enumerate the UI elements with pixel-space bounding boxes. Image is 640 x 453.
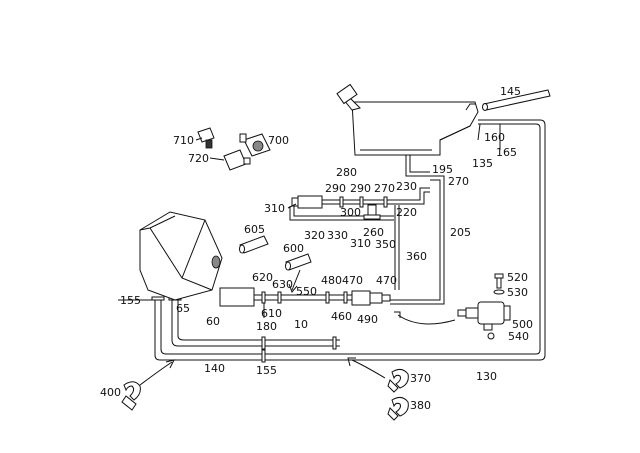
label-490: 490 <box>357 313 378 326</box>
label-470-b: 470 <box>376 274 397 287</box>
label-140: 140 <box>204 362 225 375</box>
label-290-a: 290 <box>325 182 346 195</box>
label-460: 460 <box>331 310 352 323</box>
label-480: 480 <box>321 274 342 287</box>
label-530: 530 <box>507 286 528 299</box>
arrows <box>139 357 386 386</box>
label-400: 400 <box>100 386 121 399</box>
label-540: 540 <box>508 330 529 343</box>
label-360: 360 <box>406 250 427 263</box>
hose-605 <box>239 235 269 254</box>
label-165: 165 <box>496 146 517 159</box>
fuel-pump <box>394 273 511 340</box>
label-260: 260 <box>363 226 384 239</box>
label-600: 600 <box>283 242 304 255</box>
fuel-tank <box>336 83 479 177</box>
label-310-a: 310 <box>264 202 285 215</box>
return-line <box>390 175 445 305</box>
clip-380 <box>387 396 409 421</box>
label-145: 145 <box>500 85 521 98</box>
label-310-b: 310 <box>350 237 371 250</box>
valve-assembly <box>289 187 430 221</box>
label-230: 230 <box>396 180 417 193</box>
label-550: 550 <box>296 285 317 298</box>
label-710: 710 <box>173 134 194 147</box>
label-205: 205 <box>450 226 471 239</box>
label-290-b: 290 <box>350 182 371 195</box>
label-300: 300 <box>340 206 361 219</box>
label-195: 195 <box>432 163 453 176</box>
label-220: 220 <box>396 206 417 219</box>
label-370: 370 <box>410 372 431 385</box>
label-470-a: 470 <box>342 274 363 287</box>
label-65: 65 <box>176 302 190 315</box>
label-605: 605 <box>244 223 265 236</box>
vent-pipe <box>482 89 551 111</box>
label-330: 330 <box>327 229 348 242</box>
label-155-b: 155 <box>256 364 277 377</box>
clip-400 <box>121 381 141 411</box>
label-270-a: 270 <box>448 175 469 188</box>
label-320: 320 <box>304 229 325 242</box>
label-10: 10 <box>294 318 308 331</box>
sleeve-600 <box>285 253 312 293</box>
label-350: 350 <box>375 238 396 251</box>
clip-370 <box>387 368 409 393</box>
label-520: 520 <box>507 271 528 284</box>
leader-lines <box>118 123 501 318</box>
label-620: 620 <box>252 271 273 284</box>
label-135: 135 <box>472 157 493 170</box>
main-hose-loop <box>151 119 546 363</box>
label-270-b: 270 <box>374 182 395 195</box>
label-160: 160 <box>484 131 505 144</box>
label-180: 180 <box>256 320 277 333</box>
label-60: 60 <box>206 315 220 328</box>
label-610: 610 <box>261 307 282 320</box>
label-280: 280 <box>336 166 357 179</box>
label-380: 380 <box>410 399 431 412</box>
label-720: 720 <box>188 152 209 165</box>
callout-labels: 145 160 135 165 195 270 280 290 290 270 … <box>100 85 533 412</box>
feed-line <box>219 287 391 307</box>
air-cleaner <box>139 211 223 301</box>
label-700: 700 <box>268 134 289 147</box>
label-500: 500 <box>512 318 533 331</box>
label-630: 630 <box>272 278 293 291</box>
label-130: 130 <box>476 370 497 383</box>
parts-700-series <box>197 127 271 171</box>
